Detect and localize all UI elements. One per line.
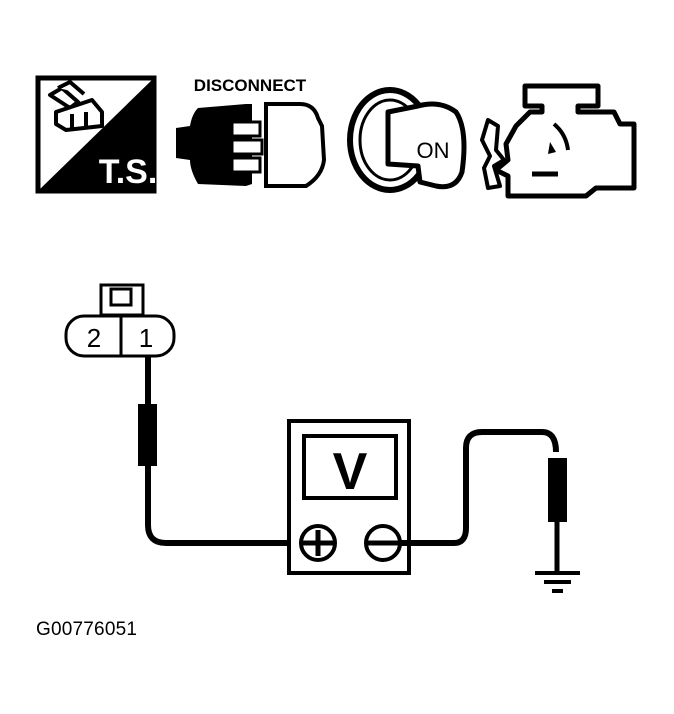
positive-test-lead [138,356,300,546]
ground-icon [535,571,580,593]
engine-icon [480,83,637,199]
disconnect-icon: DISCONNECT [176,76,327,188]
meter-display: V [333,443,368,501]
negative-test-lead [400,429,567,572]
figure-code: G00776051 [36,619,138,640]
ts-label: T.S. [99,153,158,191]
positive-terminal-icon [299,524,337,562]
ts-icon: T.S. [35,75,158,194]
terminal-2: 2 [87,323,101,353]
ignition-on-label: ON [417,138,450,163]
disconnect-label: DISCONNECT [194,76,307,95]
harness-connector: 2 1 [64,283,176,358]
voltmeter: V [287,419,411,575]
ignition-key-icon: ON [347,87,467,193]
negative-terminal-icon [364,524,402,562]
terminal-1: 1 [139,323,153,353]
